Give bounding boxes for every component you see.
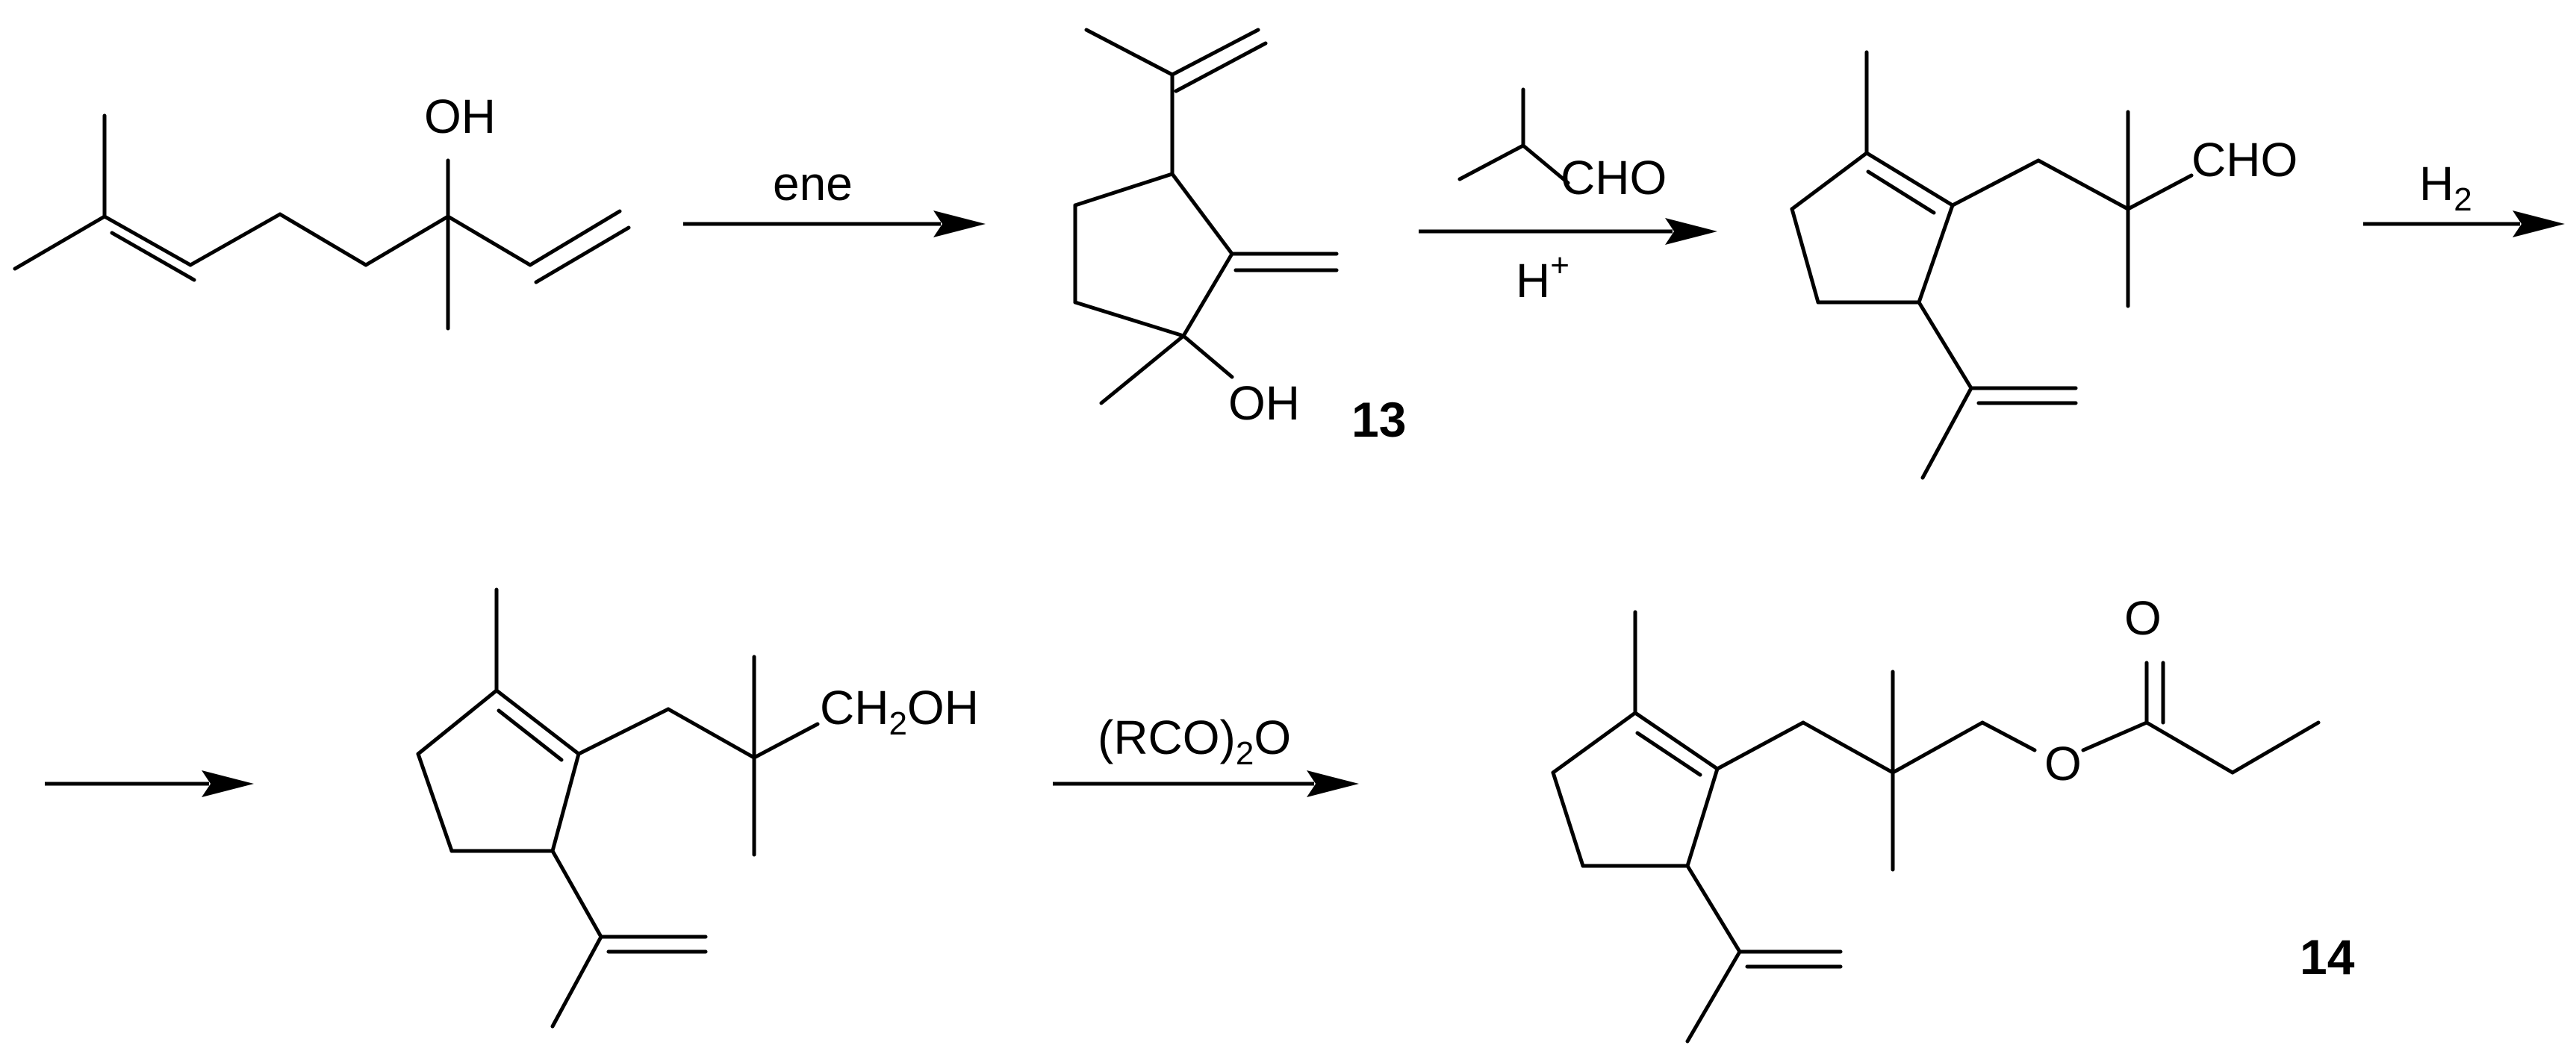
molecule-compound-13: OH 13	[1073, 28, 1406, 447]
reagent-hydrogen-main: H	[2419, 157, 2454, 210]
carbonyl-oxygen-label: O	[2124, 591, 2162, 645]
bond	[2126, 173, 2194, 211]
reagent-cho: CHO	[1561, 151, 1667, 205]
reagent-anhydride: (RCO)2O	[1098, 711, 1291, 772]
hydroxyl-label: OH	[1228, 376, 1300, 430]
isobutyl-fragment	[1521, 143, 1570, 185]
bond	[1633, 711, 1720, 771]
bond	[494, 688, 581, 756]
bond	[528, 209, 622, 267]
hydroxymethyl-label-oh: OH	[907, 681, 979, 735]
arrow-head	[2513, 210, 2565, 237]
bond	[1950, 158, 2041, 208]
bond	[188, 212, 282, 267]
reaction-arrow-acylation: (RCO)2O	[1053, 711, 1359, 797]
bond	[576, 707, 671, 756]
double-bond-line	[1866, 169, 1936, 215]
reaction-arrow-aldol: CHO H+	[1419, 87, 1717, 308]
aldehyde-label: CHO	[2191, 133, 2297, 187]
bond	[1551, 711, 1637, 775]
bond	[1917, 203, 1955, 305]
molecule-linalool: OH	[13, 90, 631, 331]
reagent-acid-superscript: +	[1550, 247, 1569, 284]
hydroxymethyl-label-subscript: 2	[889, 705, 906, 742]
ester-oxygen-label: O	[2044, 737, 2082, 790]
compound-number-14: 14	[2300, 929, 2355, 985]
compound-number-13: 13	[1351, 392, 1406, 447]
arrow-head	[1307, 770, 1359, 797]
arrow-head	[933, 210, 986, 237]
bond	[1920, 386, 1973, 480]
bond	[2081, 720, 2149, 752]
bond	[1551, 770, 1585, 868]
bond	[666, 707, 756, 760]
bond	[1073, 300, 1186, 338]
bond	[364, 214, 450, 267]
molecule-compound-14: O O 14	[1551, 591, 2355, 1044]
bond	[2144, 720, 2235, 775]
reaction-arrow-continuation	[45, 770, 254, 797]
reagent-acid: H+	[1516, 247, 1569, 308]
isobutyl-fragment	[1457, 87, 1525, 181]
reagent-ene: ene	[773, 157, 853, 210]
hydroxymethyl-label-ch: CH	[820, 681, 889, 735]
bond	[1790, 151, 1869, 211]
bond	[1685, 767, 1720, 868]
molecule-aldehyde: CHO	[1790, 50, 2297, 480]
bond	[1181, 252, 1234, 338]
double-bond-line	[1174, 41, 1268, 93]
reagent-anhydride-pre: (RCO)	[1098, 711, 1236, 764]
bond	[2230, 720, 2321, 775]
bond	[1073, 172, 1175, 208]
bond	[1084, 28, 1175, 77]
arrow-head	[1665, 218, 1717, 245]
reagent-hydrogen-subscript: 2	[2454, 181, 2471, 218]
bond	[13, 214, 107, 271]
bond	[1790, 207, 1820, 305]
bond	[550, 752, 581, 853]
hydroxyl-label: OH	[424, 90, 496, 143]
bond	[2036, 158, 2130, 211]
arrow-head	[202, 770, 254, 797]
bond	[1917, 300, 1973, 390]
bond	[752, 722, 820, 760]
bond	[1891, 720, 1985, 775]
bond	[1170, 28, 1260, 77]
bond	[1801, 720, 1895, 775]
reagent-acid-main: H	[1516, 254, 1550, 308]
hydroxymethyl-label: CH2OH	[820, 681, 979, 742]
bond	[1099, 334, 1186, 405]
bond	[416, 752, 454, 853]
reagent-hydrogen: H2	[2419, 157, 2472, 218]
molecule-alcohol: CH2OH	[416, 587, 979, 1029]
bond	[416, 688, 499, 756]
reagent-anhydride-post: O	[1254, 711, 1291, 764]
bond	[1170, 172, 1234, 256]
bond	[1685, 949, 1742, 1044]
reaction-arrow-hydrogenation: H2	[2363, 157, 2565, 237]
double-bond-line	[497, 708, 564, 762]
bond	[1715, 720, 1805, 771]
bond	[1980, 720, 2037, 752]
double-bond-line	[110, 231, 196, 282]
bond	[446, 214, 532, 267]
double-bond-line	[534, 225, 631, 284]
bond	[550, 935, 603, 1029]
reagent-anhydride-subscript: 2	[1236, 735, 1254, 772]
bond	[1181, 334, 1234, 379]
bond	[1864, 151, 1955, 208]
bond	[102, 214, 193, 267]
reaction-arrow-ene: ene	[683, 157, 986, 237]
bond	[1685, 864, 1742, 954]
bond	[550, 849, 603, 939]
bond	[278, 212, 368, 267]
double-bond-line	[1635, 731, 1702, 777]
